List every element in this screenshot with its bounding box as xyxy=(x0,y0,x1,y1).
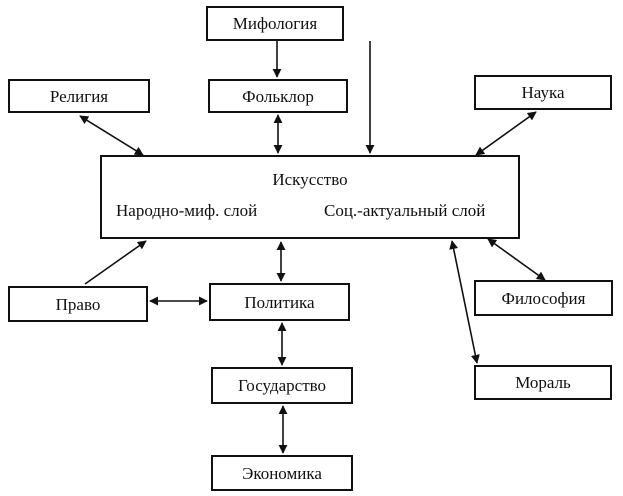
node-mythology: Мифология xyxy=(206,6,344,41)
node-morality: Мораль xyxy=(474,365,612,400)
arrow-art-morality xyxy=(449,240,480,364)
node-art: Искусство Народно-миф. слой Соц.-актуаль… xyxy=(100,155,520,239)
arrow-religion-art xyxy=(79,115,144,156)
node-state-label: Государство xyxy=(237,376,327,395)
art-layer-socio-actual: Соц.-актуальный слой xyxy=(324,201,486,220)
node-science-label: Наука xyxy=(521,83,565,102)
node-folklore: Фольклор xyxy=(208,79,348,113)
node-economy: Экономика xyxy=(211,455,353,491)
node-law: Право xyxy=(8,286,148,322)
arrow-art-philosophy xyxy=(487,238,546,281)
node-state: Государство xyxy=(211,367,353,404)
node-law-label: Право xyxy=(55,294,101,314)
node-politics: Политика xyxy=(209,283,350,321)
art-layer-folk-mythological: Народно-миф. слой xyxy=(116,201,258,220)
node-morality-label: Мораль xyxy=(515,373,571,392)
node-religion-label: Религия xyxy=(49,86,109,106)
node-art-title: Искусство xyxy=(272,170,348,189)
node-economy-label: Экономика xyxy=(242,463,322,483)
node-philosophy-label: Философия xyxy=(501,288,586,308)
node-politics-label: Политика xyxy=(244,292,315,312)
arrow-science-art xyxy=(475,111,537,156)
node-folklore-label: Фольклор xyxy=(242,86,314,106)
node-philosophy: Философия xyxy=(474,280,613,316)
arrow-law-art xyxy=(84,240,147,285)
node-religion: Религия xyxy=(8,79,150,113)
node-mythology-label: Мифология xyxy=(232,14,318,33)
node-science: Наука xyxy=(474,75,612,110)
